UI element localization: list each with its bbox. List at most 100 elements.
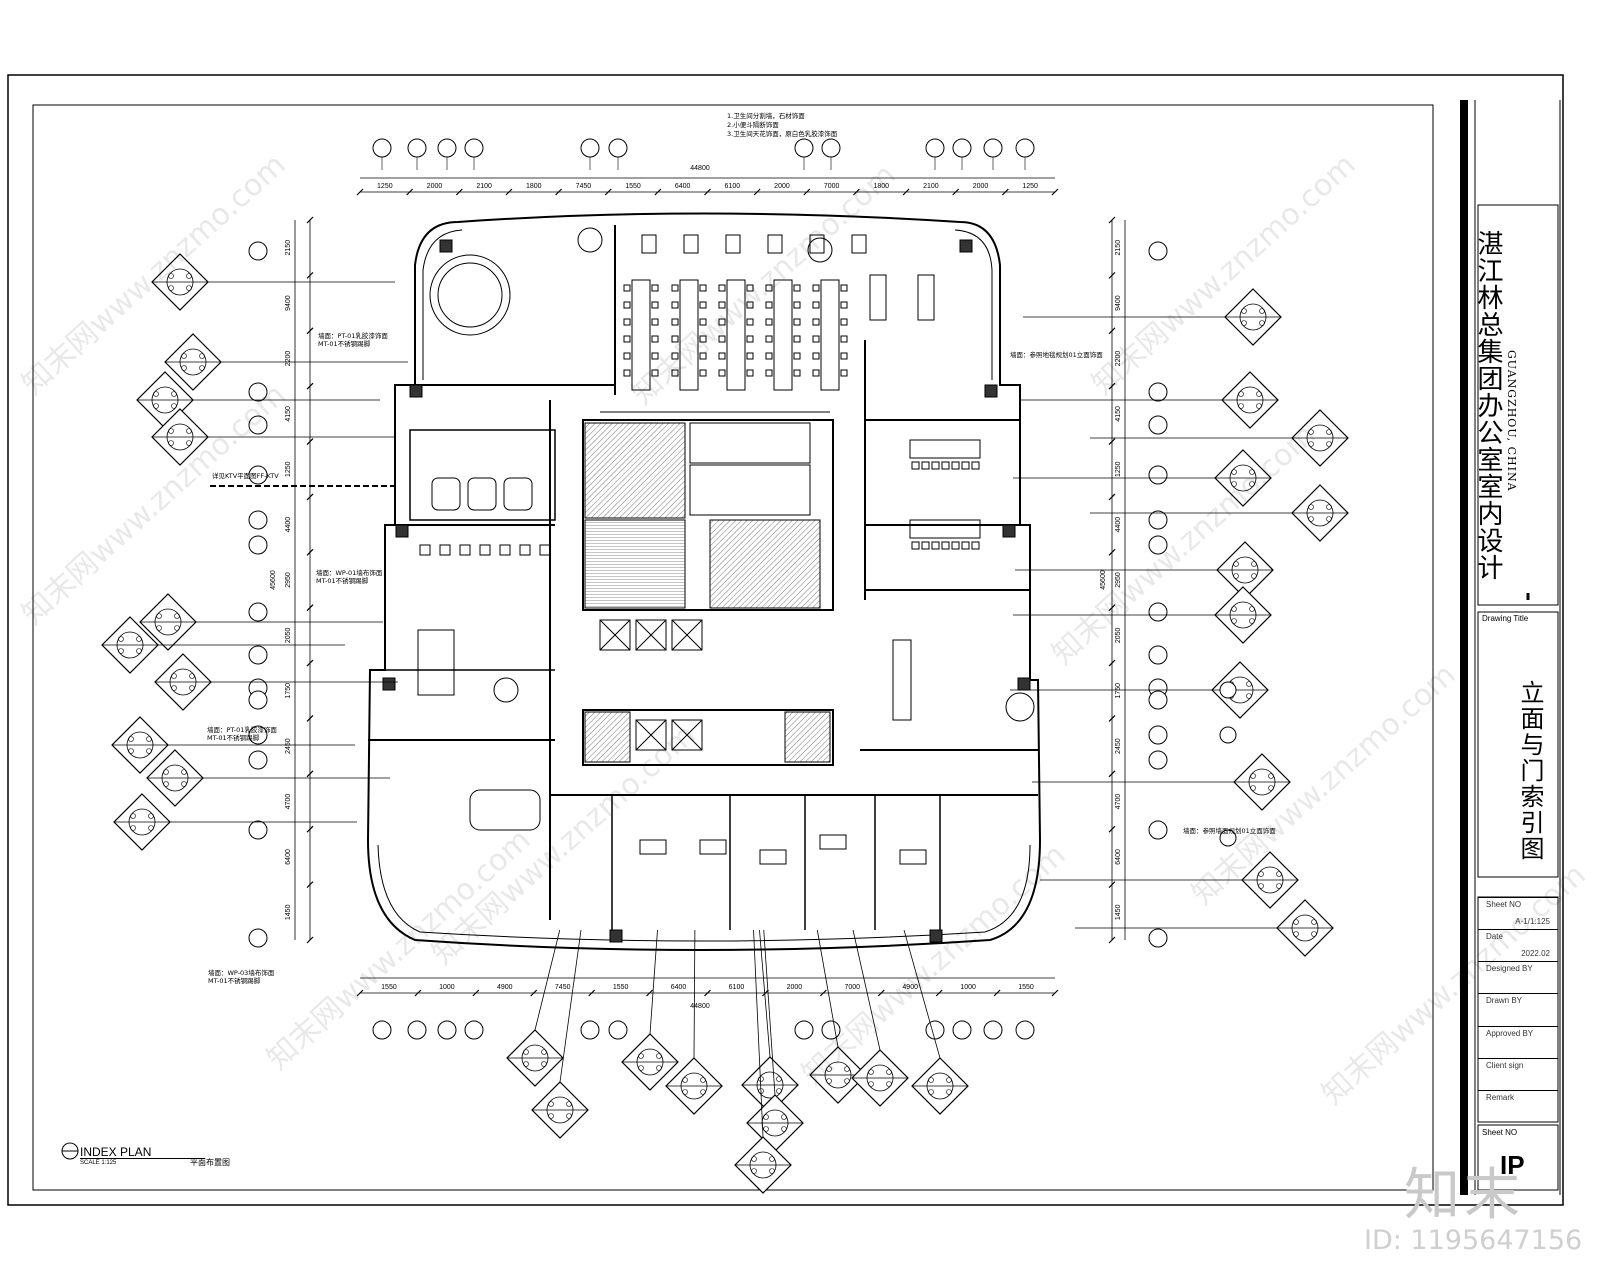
elevation-index-symbol xyxy=(146,749,204,807)
leader-line xyxy=(693,929,696,1059)
workstation-desk xyxy=(631,279,651,391)
dimension-value: 7450 xyxy=(576,183,592,190)
dimension-tick xyxy=(472,989,480,997)
dimension-value: 2000 xyxy=(427,183,443,190)
building-plan xyxy=(366,212,1042,951)
elevation-index-symbol xyxy=(734,1136,792,1194)
dimension-tick xyxy=(1108,659,1116,667)
office-chair xyxy=(699,352,707,360)
callout-note: 详见KTV平面图FF-KTV xyxy=(212,471,279,480)
lounge-chair xyxy=(519,544,531,556)
dimension-value: 1550 xyxy=(381,984,397,991)
office-chair xyxy=(671,301,679,309)
office-chair xyxy=(718,335,726,343)
dimension-tick xyxy=(935,989,943,997)
office-chair xyxy=(651,352,659,360)
elevation-index-symbol xyxy=(1214,449,1272,507)
dimension-value: 6400 xyxy=(285,849,292,865)
dimension-value: 2450 xyxy=(1115,738,1122,754)
office-chair xyxy=(812,369,820,377)
office-chair xyxy=(651,335,659,343)
dimension-value: 2450 xyxy=(285,738,292,754)
office-chair xyxy=(746,352,754,360)
office-chair xyxy=(746,318,754,326)
grid-bubble xyxy=(1148,725,1168,745)
office-chair xyxy=(765,284,773,292)
grid-bubble xyxy=(407,138,427,158)
office-chair xyxy=(718,369,726,377)
dimension-value: 1750 xyxy=(1115,683,1122,699)
dimension-tick xyxy=(306,770,314,778)
dimension-value: 2150 xyxy=(285,240,292,256)
grid-bubble xyxy=(608,1020,628,1040)
dimension-tick xyxy=(1108,216,1116,224)
dimension-value: 2100 xyxy=(476,183,492,190)
dimension-value: 7000 xyxy=(824,183,840,190)
elevation-index-symbol xyxy=(1214,586,1272,644)
leader-line xyxy=(559,929,582,1083)
grid-bubble xyxy=(794,1020,814,1040)
office-chair xyxy=(793,352,801,360)
meeting-chair xyxy=(961,461,970,470)
meeting-chair xyxy=(921,541,930,550)
dimension-value: 6100 xyxy=(725,183,741,190)
dimension-value: 4150 xyxy=(1115,406,1122,422)
dimension-tick xyxy=(414,989,422,997)
elevation-index-symbol xyxy=(154,653,212,711)
sheet-code-box xyxy=(1477,1124,1559,1191)
office-chair xyxy=(812,335,820,343)
elevation-index-symbol xyxy=(1291,484,1349,542)
office-chair xyxy=(623,284,631,292)
office-chair xyxy=(765,335,773,343)
project-title-cn: 湛江林总集团办公室室内设计 xyxy=(1473,230,1503,581)
leader-lines xyxy=(158,281,1292,1138)
grid-bubble xyxy=(1148,750,1168,770)
dimension-value: 1250 xyxy=(1022,183,1038,190)
office-chair xyxy=(793,301,801,309)
office-chair xyxy=(840,284,848,292)
dimension-value: 7000 xyxy=(845,984,861,991)
dimension-tick xyxy=(1001,188,1009,196)
office-chair xyxy=(623,335,631,343)
dimension-value: 1450 xyxy=(285,904,292,920)
meeting-chair xyxy=(931,541,940,550)
grid-bubble xyxy=(407,1020,427,1040)
grid-bubble xyxy=(248,510,268,530)
office-desk xyxy=(819,834,847,850)
office-chair xyxy=(671,369,679,377)
dimension-value: 4700 xyxy=(285,794,292,810)
leader-line xyxy=(816,929,839,1048)
dimension-value: 2000 xyxy=(774,183,790,190)
grid-bubble xyxy=(248,241,268,261)
drawing-title-box xyxy=(1477,611,1559,878)
office-desk xyxy=(899,849,927,865)
office-chair xyxy=(623,369,631,377)
elevation-index-symbol xyxy=(621,1033,679,1091)
office-chair xyxy=(840,301,848,309)
grid-bubble xyxy=(1148,382,1168,402)
grid-bubble xyxy=(372,1020,392,1040)
plan-title-scale: SCALE 1:125 xyxy=(80,1160,117,1166)
elevation-index-symbol xyxy=(531,1081,589,1139)
grid-bubble xyxy=(248,645,268,665)
office-chair xyxy=(840,318,848,326)
dimension-tick xyxy=(588,989,596,997)
grid-bubble xyxy=(580,1020,600,1040)
elevation-index-symbol xyxy=(665,1057,723,1115)
title-block-value: 2022.02 xyxy=(1521,949,1550,959)
dimension-tick xyxy=(356,989,364,997)
leader-line xyxy=(753,929,764,1138)
title-block-row: Client sign xyxy=(1478,1057,1558,1091)
dimension-tick xyxy=(505,188,513,196)
office-desk xyxy=(639,839,667,855)
grid-bubble xyxy=(608,138,628,158)
desk-unit xyxy=(767,234,783,254)
sheet-no-label: Sheet NO xyxy=(1482,1128,1518,1137)
grid-bubble xyxy=(1148,465,1168,485)
dimension-tick xyxy=(406,188,414,196)
core-block-upper xyxy=(582,419,834,611)
title-block-label: Drawn BY xyxy=(1486,996,1523,1006)
leader-line xyxy=(852,929,881,1051)
